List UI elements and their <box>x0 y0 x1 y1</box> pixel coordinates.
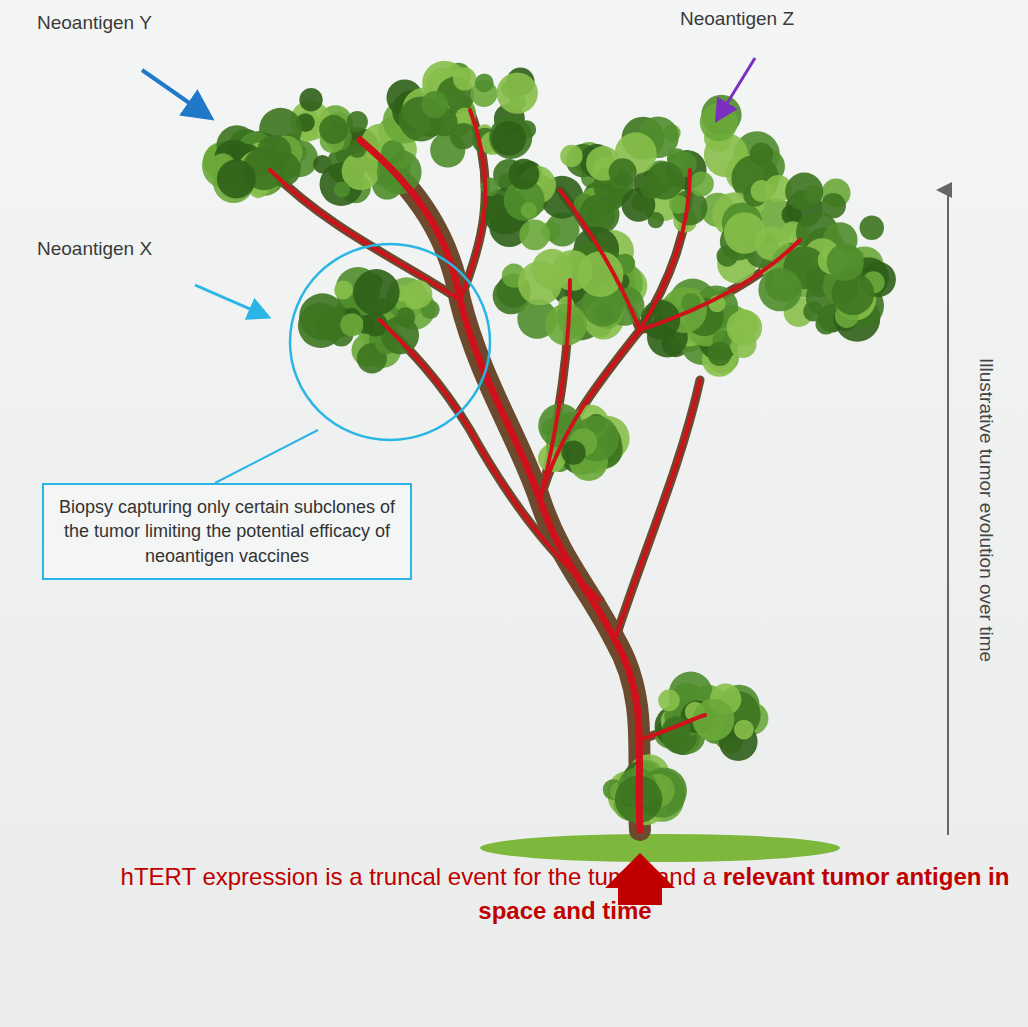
leaf-cluster <box>821 193 846 218</box>
leaf-cluster <box>726 310 762 346</box>
annotation-label: Neoantigen X <box>37 238 152 260</box>
branch <box>615 380 700 640</box>
biopsy-ellipse <box>290 244 490 440</box>
pointer-arrow <box>142 70 208 116</box>
footer-statement: hTERT expression is a truncal event for … <box>100 860 1028 927</box>
leaf-cluster <box>689 171 714 196</box>
red-lineage <box>540 170 690 500</box>
leaf-cluster <box>475 74 494 93</box>
pointer-arrow <box>718 58 755 118</box>
leaf-cluster <box>693 699 735 741</box>
htert-lineage <box>270 110 800 830</box>
leaf-cluster <box>521 202 537 218</box>
red-lineage <box>560 190 640 330</box>
statement-text: hTERT expression is a truncal event for … <box>121 863 716 890</box>
leaf-cluster <box>577 251 623 297</box>
leaf-cluster <box>724 212 766 254</box>
red-lineage <box>460 110 485 300</box>
branch <box>540 170 690 500</box>
tree-branches <box>270 110 800 830</box>
callout-box: Biopsy capturing only certain subclones … <box>42 483 412 580</box>
leaf-cluster <box>751 180 773 202</box>
leaf-cluster <box>450 123 476 149</box>
red-lineage <box>615 380 700 640</box>
red-lineage <box>640 715 705 740</box>
leaf-cluster <box>404 280 432 308</box>
axis-label: Illustrative tumor evolution over time <box>975 358 997 662</box>
leader-line <box>215 430 318 483</box>
leaf-cluster <box>404 289 424 309</box>
callout-text: Biopsy capturing only certain subclones … <box>59 497 395 566</box>
annotation-label: Neoantigen Z <box>680 8 794 30</box>
leaf-cluster <box>519 220 550 251</box>
leaf-cluster <box>734 720 754 740</box>
leaf-cluster <box>707 342 731 366</box>
leaf-cluster <box>319 115 348 144</box>
leaf-cluster <box>758 268 801 311</box>
leaf-cluster <box>299 88 322 111</box>
leaf-cluster <box>347 111 368 132</box>
leaf-cluster <box>453 67 476 90</box>
leaf-cluster <box>860 216 884 240</box>
leaf-cluster <box>646 162 684 200</box>
leaf-cluster <box>827 244 864 281</box>
leaf-cluster <box>803 301 823 321</box>
leaf-cluster <box>785 173 823 211</box>
leaf-cluster <box>334 181 350 197</box>
pointer-arrow <box>195 285 266 316</box>
time-axis <box>947 190 949 835</box>
red-lineage <box>270 170 460 300</box>
leaf-cluster <box>340 313 363 336</box>
leaf-cluster <box>334 281 353 300</box>
leaf-cluster <box>497 72 538 113</box>
leaf-cluster <box>217 159 256 198</box>
leaf-cluster <box>658 690 680 712</box>
leaf-cluster <box>700 103 738 141</box>
leaf-cluster <box>353 269 400 316</box>
ground <box>480 834 840 862</box>
leaf-cluster <box>509 159 540 190</box>
leaf-cluster <box>491 121 526 156</box>
tree-foliage <box>202 61 896 826</box>
annotation-label: Neoantigen Y <box>37 12 152 34</box>
leaf-cluster <box>421 91 448 118</box>
leaf-cluster <box>560 145 582 167</box>
leaf-cluster <box>489 116 532 159</box>
red-lineage <box>640 240 800 330</box>
red-lineage <box>540 280 570 500</box>
leaf-cluster <box>609 158 637 186</box>
leaf-cluster <box>561 440 585 464</box>
